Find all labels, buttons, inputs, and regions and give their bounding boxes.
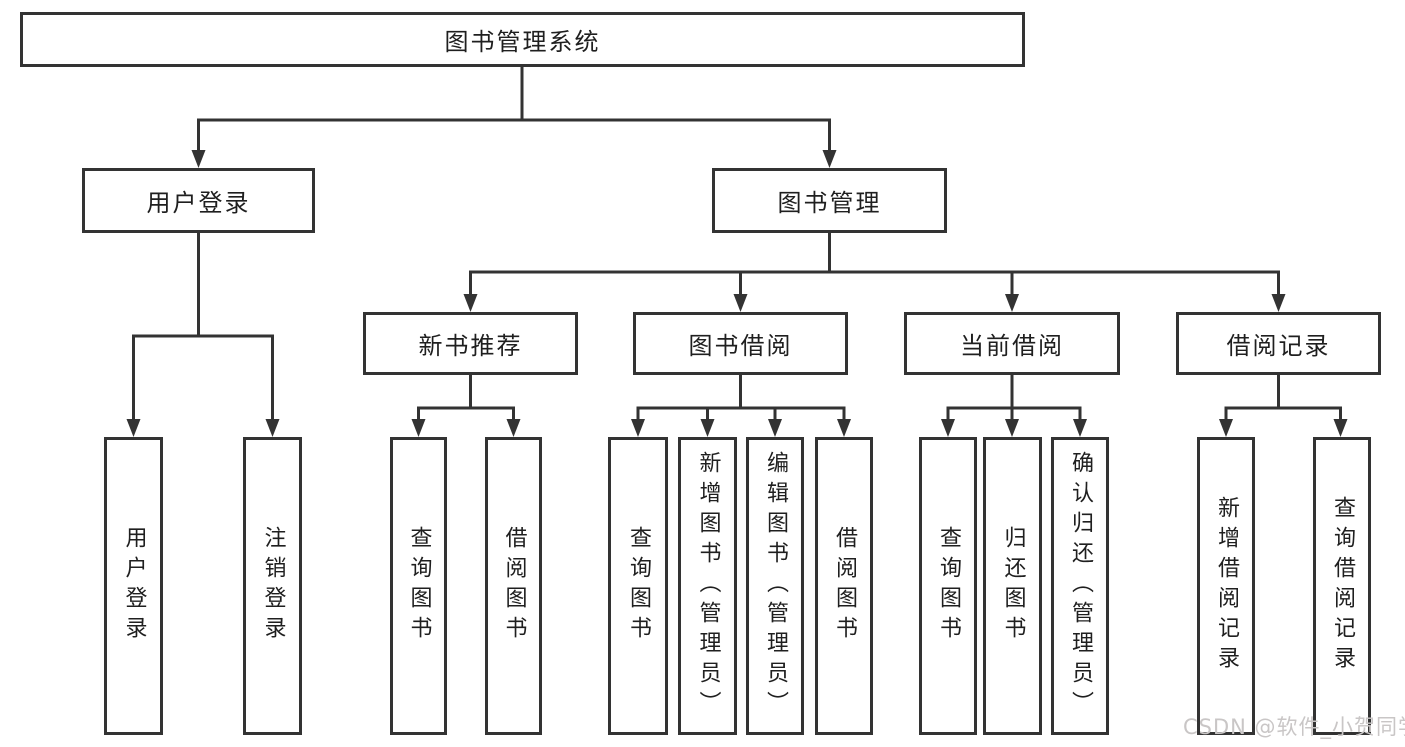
connector-borrowing-records-children xyxy=(1219,373,1348,437)
node-recommend-query-book: 查询图书 xyxy=(390,437,447,735)
node-label: 借阅记录 xyxy=(1226,332,1331,360)
node-label: 图书管理 xyxy=(777,189,882,217)
node-label: 借阅图书 xyxy=(501,526,527,646)
node-library-system: 图书管理系统 xyxy=(20,12,1025,67)
node-label: 新增借阅记录 xyxy=(1214,496,1239,676)
connector-book-borrowing-children xyxy=(631,373,851,437)
node-label: 用户登录 xyxy=(121,526,147,646)
node-label: 查询图书 xyxy=(406,526,432,646)
node-recommend-borrow-book: 借阅图书 xyxy=(485,437,542,735)
node-label: 查询借阅记录 xyxy=(1330,496,1355,676)
node-book-borrowing: 图书借阅 xyxy=(633,312,848,375)
node-label: 编辑图书（管理员） xyxy=(763,451,788,721)
node-leaf-user-login: 用户登录 xyxy=(104,437,163,735)
node-label: 图书管理系统 xyxy=(444,28,601,56)
node-label: 查询图书 xyxy=(626,526,651,646)
node-new-book-recommend: 新书推荐 xyxy=(363,312,578,375)
node-label: 查询图书 xyxy=(936,526,961,646)
node-label: 新增图书（管理员） xyxy=(695,451,721,721)
node-book-management: 图书管理 xyxy=(712,168,947,233)
node-borrowing-add-book-admin: 新增图书（管理员） xyxy=(678,437,737,735)
node-label: 当前借阅 xyxy=(960,332,1064,360)
node-leaf-logout: 注销登录 xyxy=(243,437,302,735)
node-current-borrowing: 当前借阅 xyxy=(904,312,1120,375)
node-current-confirm-return-admin: 确认归还（管理员） xyxy=(1051,437,1109,735)
connector-book-management-children xyxy=(463,231,1286,312)
node-current-query-book: 查询图书 xyxy=(919,437,977,735)
connector-current-borrowing-children xyxy=(941,373,1087,437)
node-records-query-record: 查询借阅记录 xyxy=(1313,437,1371,735)
node-user-login: 用户登录 xyxy=(82,168,315,233)
csdn-watermark: CSDN @软件_小贺同学 xyxy=(1183,715,1405,739)
connector-new-book-recommend-children xyxy=(411,373,521,437)
node-borrowing-records: 借阅记录 xyxy=(1176,312,1381,375)
node-label: 归还图书 xyxy=(1000,526,1026,646)
connector-user-login-children xyxy=(126,231,280,437)
node-borrowing-edit-book-admin: 编辑图书（管理员） xyxy=(746,437,804,735)
node-label: 借阅图书 xyxy=(832,526,857,646)
node-label: 确认归还（管理员） xyxy=(1068,451,1093,721)
node-current-return-book: 归还图书 xyxy=(983,437,1042,735)
node-records-add-record: 新增借阅记录 xyxy=(1197,437,1255,735)
node-label: 图书借阅 xyxy=(688,332,793,360)
node-label: 注销登录 xyxy=(260,526,286,646)
connector-root-to-level2 xyxy=(191,65,837,168)
node-borrowing-borrow-book: 借阅图书 xyxy=(815,437,873,735)
node-label: 用户登录 xyxy=(146,189,251,217)
node-borrowing-query-book: 查询图书 xyxy=(608,437,668,735)
node-label: 新书推荐 xyxy=(418,332,523,360)
